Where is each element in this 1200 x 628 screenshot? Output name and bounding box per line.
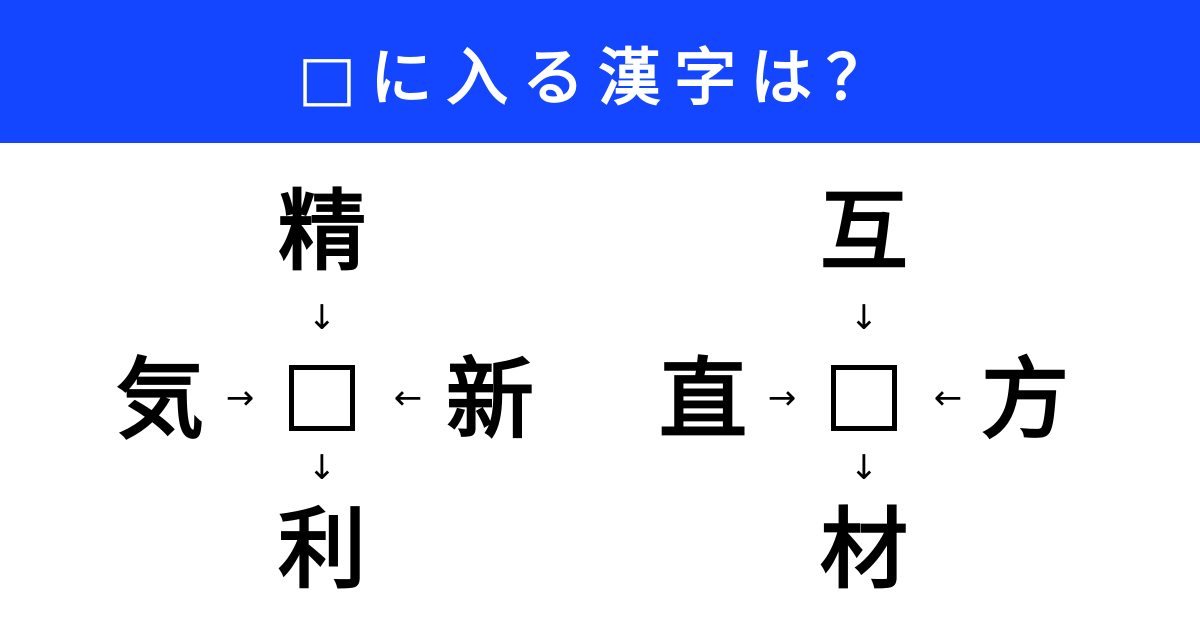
- arrow-down-icon: ↓: [849, 448, 879, 488]
- kanji-right: 新: [445, 348, 534, 451]
- arrow-left-icon: ←: [933, 378, 963, 418]
- blank-box: [831, 365, 897, 431]
- arrow-right-icon: →: [767, 378, 797, 418]
- kanji-top: 互: [819, 180, 908, 283]
- kanji-top: 精: [277, 180, 366, 283]
- kanji-bottom: 材: [819, 498, 908, 601]
- kanji-right: 方: [980, 348, 1069, 451]
- arrow-left-icon: ←: [393, 378, 423, 418]
- arrow-down-icon: ↓: [307, 298, 337, 338]
- arrow-down-icon: ↓: [307, 448, 337, 488]
- kanji-left: 直: [658, 348, 747, 451]
- arrow-down-icon: ↓: [849, 298, 879, 338]
- page-title: □に入る漢字は？: [297, 40, 903, 114]
- kanji-left: 気: [115, 348, 204, 451]
- kanji-bottom: 利: [277, 498, 366, 601]
- header-banner: □に入る漢字は？: [0, 0, 1200, 143]
- blank-box: [289, 365, 355, 431]
- arrow-right-icon: →: [225, 378, 255, 418]
